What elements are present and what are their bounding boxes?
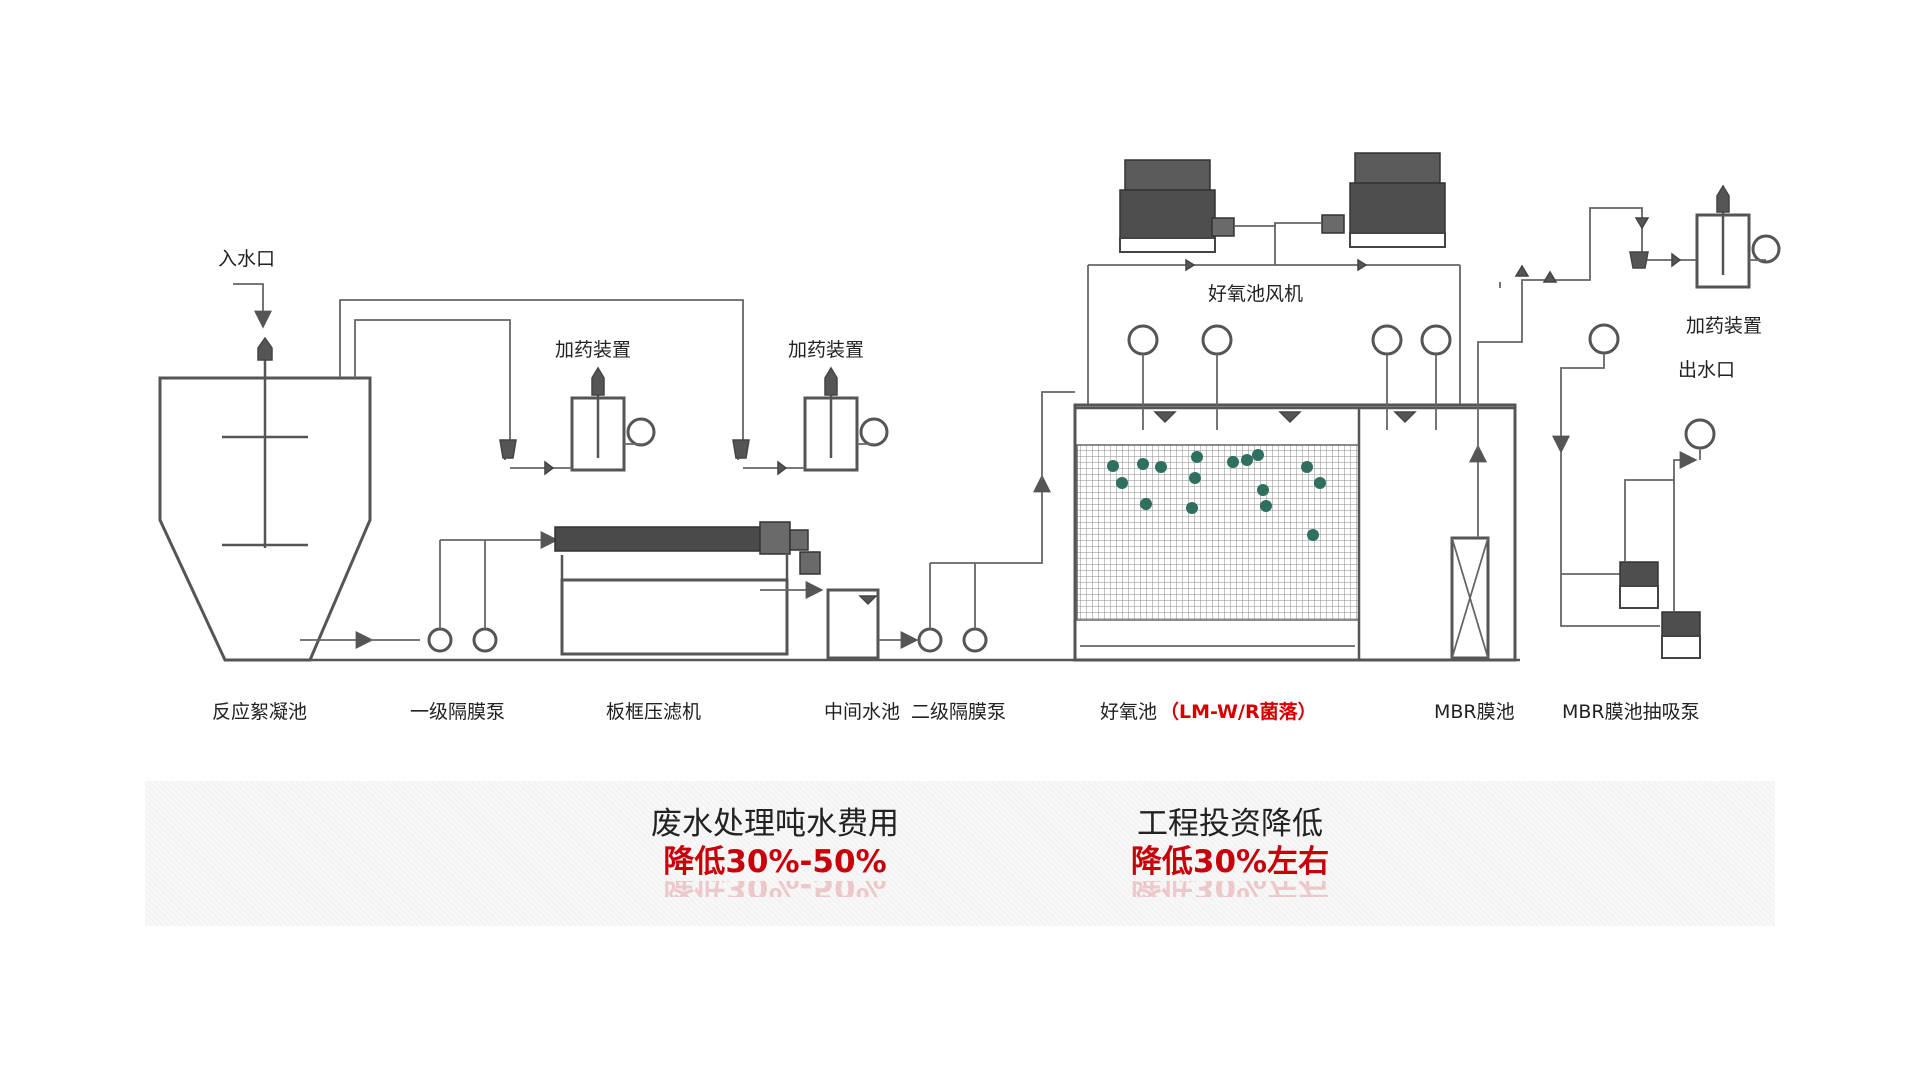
label-filter-press: 板框压滤机 (606, 701, 701, 723)
stat-cost-value: 降低30%-50% (663, 844, 887, 880)
inlet-label: 入水口 (218, 248, 275, 270)
bacteria-colonies (1107, 449, 1326, 541)
stat-investment-value: 降低30%左右 (1130, 844, 1330, 880)
reaction-tank (158, 336, 372, 662)
dosing-label-1: 加药装置 (555, 339, 631, 361)
mbr-membrane (1450, 207, 1703, 660)
blower-label: 好氧池风机 (1208, 283, 1303, 305)
aerobic-tank (1073, 324, 1517, 662)
dosing-device-3 (1671, 184, 1781, 289)
stat-investment: 工程投资降低 降低30%左右 降低30%左右 (1080, 805, 1380, 897)
stat-cost-reflection: 降低30%-50% (585, 881, 965, 897)
stat-investment-title: 工程投资降低 (1137, 806, 1323, 842)
stat-cost-title: 废水处理吨水费用 (651, 806, 899, 842)
label-reaction-tank: 反应絮凝池 (212, 701, 307, 723)
outlet-label: 出水口 (1678, 359, 1735, 381)
stat-cost: 废水处理吨水费用 降低30%-50% 降低30%-50% (585, 805, 965, 897)
diaphragm-pump-1 (300, 531, 559, 653)
middle-tank (826, 588, 880, 660)
label-aerobic-bacteria: （LM-W/R菌落） (1160, 700, 1317, 723)
label-mbr-tank: MBR膜池 (1434, 701, 1515, 723)
diaphragm-pump-2 (878, 391, 1075, 653)
stats-band: 废水处理吨水费用 降低30%-50% 降低30%-50% 工程投资降低 降低30… (145, 781, 1775, 926)
label-pump-1: 一级隔膜泵 (410, 701, 505, 723)
inlet-arrow (233, 283, 272, 329)
mixer-motor-icon (257, 336, 273, 361)
blower-2 (1321, 152, 1446, 248)
dosing-device-1 (499, 366, 656, 476)
filter-press (554, 521, 824, 656)
dosing-device-2 (732, 366, 889, 476)
mbr-suction-pumps (1552, 323, 1716, 659)
dosing-label-2: 加药装置 (788, 339, 864, 361)
label-mbr-pump: MBR膜池抽吸泵 (1562, 701, 1700, 723)
label-middle-tank: 中间水池 (824, 701, 900, 723)
dosing-label-3: 加药装置 (1686, 315, 1762, 337)
blower-1 (1119, 159, 1235, 253)
label-pump-2: 二级隔膜泵 (911, 701, 1006, 723)
label-aerobic-tank: 好氧池 (1100, 701, 1157, 723)
stat-investment-reflection: 降低30%左右 (1080, 881, 1380, 897)
